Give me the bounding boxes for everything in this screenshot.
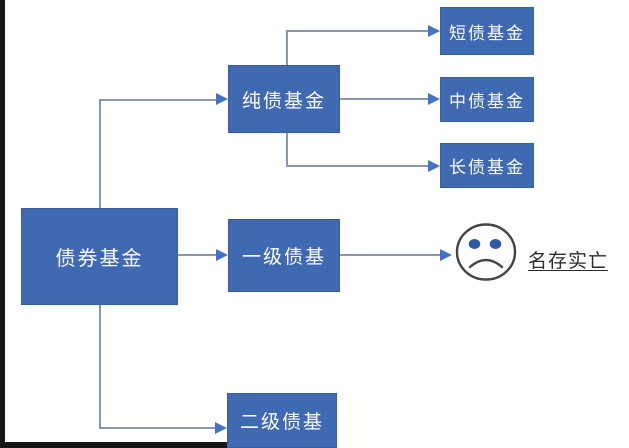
node-short-bond-fund: 短债基金 bbox=[440, 7, 534, 55]
arrow-right-icon bbox=[428, 160, 440, 172]
node-first-level-bond: 一级债基 bbox=[228, 219, 340, 292]
connector-line bbox=[286, 165, 428, 167]
connector-line bbox=[99, 100, 101, 208]
arrow-right-icon bbox=[216, 249, 228, 261]
node-bond-fund: 债券基金 bbox=[21, 208, 178, 305]
node-label: 债券基金 bbox=[55, 248, 144, 270]
connector-line bbox=[286, 133, 288, 167]
connector-line bbox=[286, 31, 288, 65]
node-mid-bond-fund: 中债基金 bbox=[440, 77, 534, 122]
arrow-right-icon bbox=[216, 93, 228, 105]
node-second-level-bond: 二级债基 bbox=[227, 393, 337, 448]
arrow-right-icon bbox=[428, 25, 440, 37]
arrow-right-icon bbox=[215, 422, 227, 434]
connector-line bbox=[178, 254, 216, 256]
connector-line bbox=[99, 305, 101, 429]
connector-line bbox=[340, 254, 440, 256]
annotation-text: 名存实亡 bbox=[528, 251, 609, 272]
node-label: 长债基金 bbox=[449, 158, 525, 177]
connector-line bbox=[99, 99, 216, 101]
connector-line bbox=[99, 427, 215, 429]
bottom-black-strip bbox=[0, 442, 227, 448]
node-label: 二级债基 bbox=[239, 412, 324, 433]
node-long-bond-fund: 长债基金 bbox=[440, 143, 534, 188]
sad-face-icon bbox=[455, 223, 517, 281]
node-pure-bond-fund: 纯债基金 bbox=[228, 65, 340, 133]
arrow-right-icon bbox=[440, 249, 452, 261]
node-label: 中债基金 bbox=[449, 92, 525, 111]
connector-line bbox=[340, 98, 428, 100]
node-label: 一级债基 bbox=[241, 247, 326, 268]
left-black-strip bbox=[0, 0, 5, 448]
arrow-right-icon bbox=[428, 93, 440, 105]
node-label: 纯债基金 bbox=[241, 90, 326, 112]
connector-line bbox=[286, 30, 428, 32]
node-label: 短债基金 bbox=[449, 23, 525, 43]
